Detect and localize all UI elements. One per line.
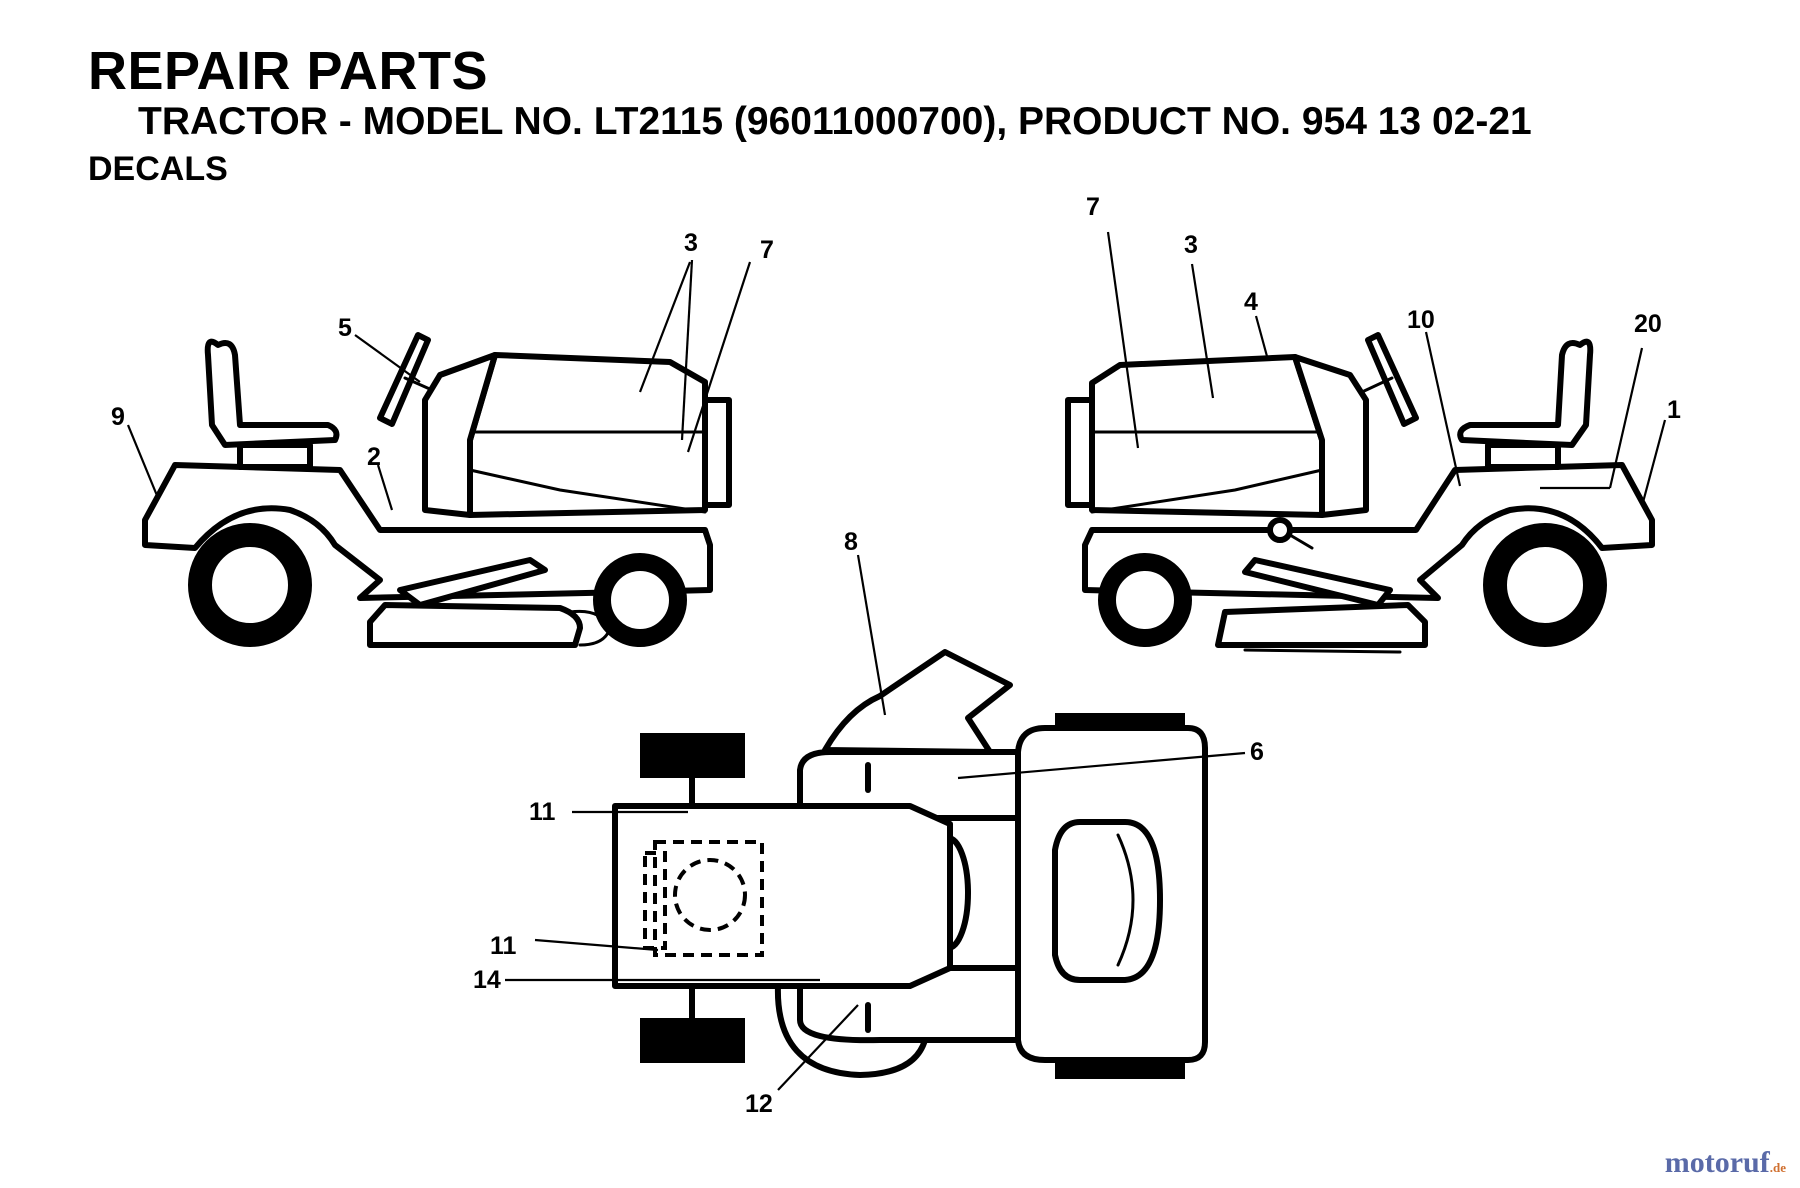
top-seat — [1052, 819, 1163, 983]
callout-6: 6 — [1250, 738, 1264, 766]
callout-11: 11 — [490, 932, 517, 960]
watermark-tld: .de — [1769, 1160, 1786, 1175]
callout-4: 4 — [1244, 288, 1258, 316]
callout-10: 10 — [1407, 306, 1435, 334]
callout-12: 12 — [745, 1090, 773, 1118]
callout-9: 9 — [111, 403, 125, 431]
top-hood — [612, 803, 953, 989]
top-front-wheel-lower — [640, 1018, 745, 1063]
callout-20: 20 — [1634, 310, 1662, 338]
watermark-logo: motoruf.de — [1665, 1146, 1786, 1180]
tractor-top-view: 8 6 11 11 14 12 — [473, 528, 1264, 1118]
left-hood — [467, 352, 708, 518]
callout-1: 1 — [1667, 396, 1681, 424]
right-hood — [1089, 354, 1325, 518]
callout-11: 11 — [529, 798, 556, 826]
callout-7: 7 — [760, 236, 774, 264]
left-seat — [204, 338, 340, 448]
left-steering-wheel — [377, 332, 431, 427]
callout-2: 2 — [367, 443, 381, 471]
callout-7: 7 — [1086, 193, 1100, 221]
right-front-wheel — [1098, 553, 1192, 647]
tractor-right-side-view: 7 3 4 10 20 1 — [1065, 193, 1681, 654]
tractor-left-side-view: 3 7 5 9 2 — [111, 229, 774, 648]
right-seat — [1457, 338, 1594, 448]
left-rear-wheel — [188, 523, 312, 647]
section-label: DECALS — [88, 150, 228, 188]
callout-3: 3 — [684, 229, 698, 257]
left-front-wheel — [593, 553, 687, 647]
left-grille — [702, 397, 732, 508]
top-discharge-chute — [822, 649, 1013, 755]
left-frame — [142, 462, 713, 601]
callout-14: 14 — [473, 966, 501, 994]
watermark-name: motoruf — [1664, 1146, 1770, 1179]
callout-5: 5 — [338, 314, 352, 342]
right-mower-deck — [1215, 602, 1428, 648]
left-mower-deck — [367, 602, 583, 648]
page-title: REPAIR PARTS — [88, 41, 489, 101]
right-rear-wheel — [1483, 523, 1607, 647]
callout-8: 8 — [844, 528, 858, 556]
top-front-wheel-upper — [640, 733, 745, 778]
right-grille — [1065, 397, 1095, 508]
callout-3: 3 — [1184, 231, 1198, 259]
page-subtitle: TRACTOR - MODEL NO. LT2115 (96011000700)… — [138, 100, 1532, 143]
right-frame — [1082, 462, 1655, 601]
